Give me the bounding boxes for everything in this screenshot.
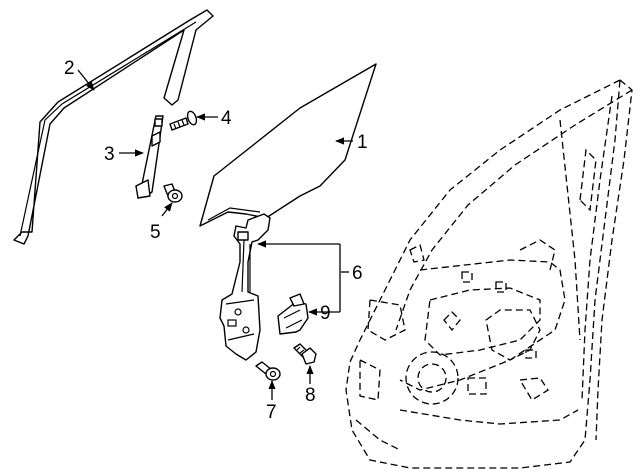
callout-8: 8	[305, 385, 316, 406]
regulator-clip	[277, 293, 309, 335]
regulator-bolt-8	[293, 343, 317, 365]
guide-bolt	[169, 110, 198, 131]
door-shell	[345, 78, 633, 469]
leader-lines	[77, 69, 353, 400]
callout-7: 7	[266, 402, 277, 423]
rear-guide-channel	[135, 115, 164, 199]
callout-2: 2	[64, 58, 75, 79]
window-regulator	[219, 213, 271, 361]
callout-5: 5	[150, 222, 161, 243]
door-glass	[199, 63, 377, 227]
glass-run-channel	[13, 9, 214, 245]
callout-3: 3	[104, 144, 115, 165]
callout-1: 1	[357, 132, 368, 153]
callout-4: 4	[221, 108, 232, 129]
callout-6: 6	[352, 263, 363, 284]
guide-screw	[163, 183, 183, 203]
regulator-bolt-7	[255, 361, 281, 381]
callout-9: 9	[320, 303, 331, 324]
callout-labels: 1 2 3 4 5 6 7 8 9	[64, 58, 368, 423]
